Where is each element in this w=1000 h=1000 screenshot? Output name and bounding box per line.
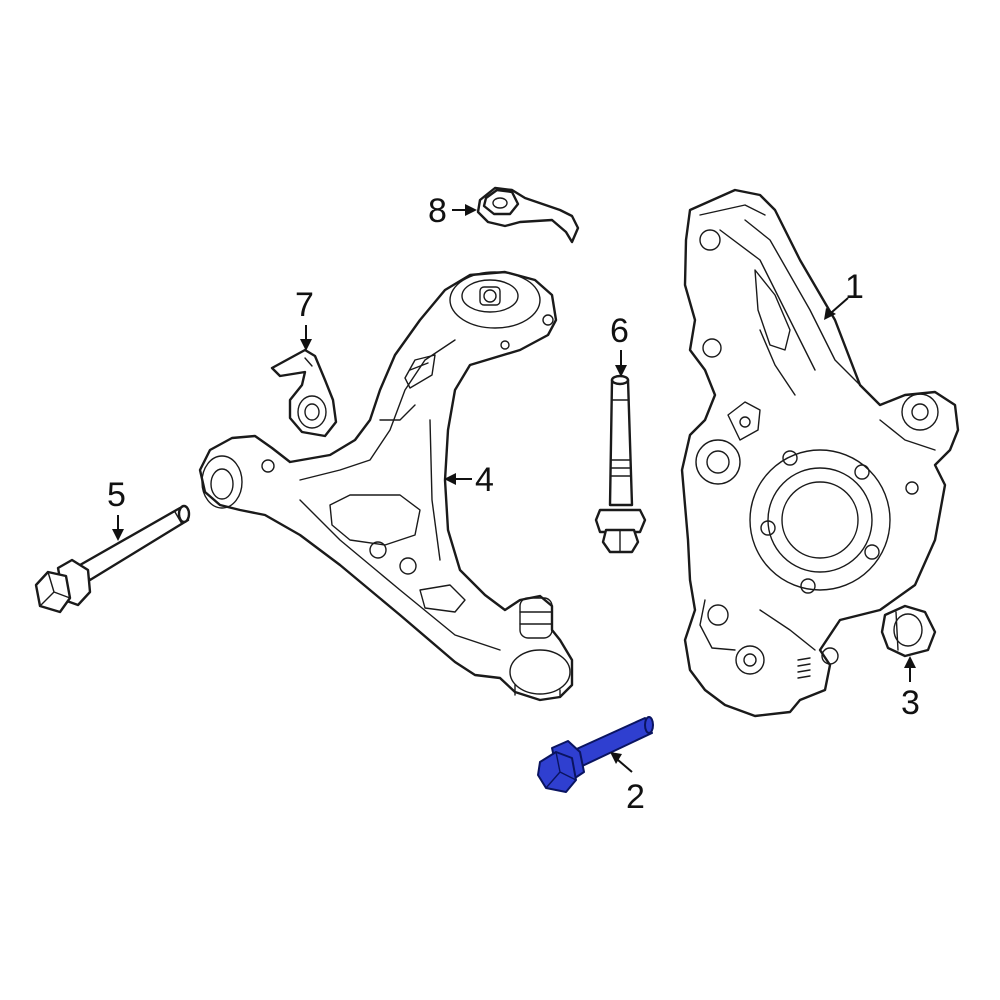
bolt-5[interactable]: [34, 504, 191, 614]
callout-label-6: 6: [610, 312, 629, 350]
callout-label-5: 5: [107, 476, 126, 514]
callout-6: 6: [610, 312, 629, 377]
bracket-8[interactable]: [476, 186, 580, 244]
callout-label-4: 4: [475, 461, 494, 499]
bolt-2-highlighted[interactable]: [537, 716, 654, 793]
callout-label-2: 2: [626, 778, 645, 816]
callout-label-7: 7: [295, 286, 314, 324]
lower-control-arm[interactable]: [198, 270, 574, 702]
callout-8: 8: [428, 192, 477, 230]
callout-label-8: 8: [428, 192, 447, 230]
nut-3[interactable]: [880, 604, 937, 658]
steering-knuckle[interactable]: [680, 188, 960, 718]
callout-4: 4: [444, 461, 494, 499]
callout-7: 7: [295, 286, 314, 351]
bolt-6[interactable]: [594, 374, 647, 554]
callout-3: 3: [901, 656, 920, 722]
bracket-7[interactable]: [270, 348, 338, 438]
callout-5: 5: [107, 476, 126, 541]
callout-2: 2: [610, 752, 645, 816]
callout-label-3: 3: [901, 684, 920, 722]
callout-1: 1: [824, 268, 864, 320]
callout-label-1: 1: [845, 268, 864, 306]
